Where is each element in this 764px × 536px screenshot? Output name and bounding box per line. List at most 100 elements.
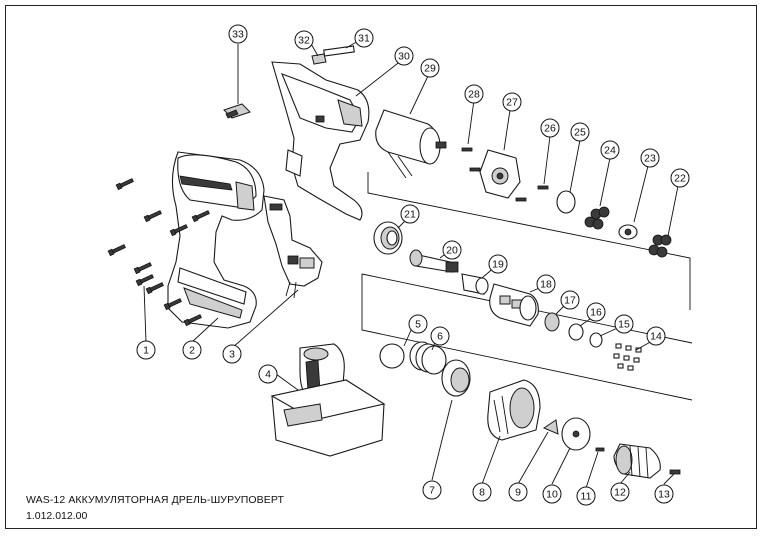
callout-label: 4 (265, 369, 271, 381)
washer-16 (568, 323, 584, 341)
callout-label: 33 (232, 29, 244, 41)
callout-circle (576, 486, 596, 506)
callout-label: 25 (574, 127, 586, 139)
callout-25: 25 (570, 122, 590, 142)
carrier-23 (618, 224, 638, 240)
callout-label: 19 (492, 259, 504, 271)
callout-22: 22 (670, 168, 690, 188)
callout-8: 8 (472, 482, 492, 502)
callout-1: 1 (136, 340, 156, 360)
callout-circle (560, 290, 580, 310)
callout-3: 3 (222, 344, 242, 364)
callout-circle (408, 314, 428, 334)
switch-button-33 (223, 103, 251, 119)
callout-circle (646, 326, 666, 346)
callout-circle (600, 140, 620, 160)
housing-right-half (271, 61, 370, 221)
callout-label: 8 (479, 487, 485, 499)
callout-11: 11 (576, 486, 596, 506)
callout-label: 5 (415, 319, 421, 331)
callout-26: 26 (540, 118, 560, 138)
callout-circle (464, 84, 484, 104)
callout-circle (354, 28, 374, 48)
callout-circle (508, 482, 528, 502)
callout-label: 12 (614, 487, 626, 499)
callout-label: 29 (424, 63, 436, 75)
diagram-title: WAS-12 АККУМУЛЯТОРНАЯ ДРЕЛЬ-ШУРУПОВЕРТ (26, 494, 284, 506)
callout-19: 19 (488, 254, 508, 274)
spindle-shaft (409, 249, 459, 273)
callout-label: 18 (540, 279, 552, 291)
callout-15: 15 (614, 314, 634, 334)
callout-28: 28 (464, 84, 484, 104)
callout-label: 27 (506, 97, 518, 109)
callout-circle (136, 340, 156, 360)
callout-5: 5 (408, 314, 428, 334)
spring-6 (409, 341, 447, 375)
motor-plate (479, 149, 521, 199)
callout-32: 32 (294, 30, 314, 50)
callout-33: 33 (228, 24, 248, 44)
callout-label: 31 (358, 33, 370, 45)
motor (375, 109, 447, 179)
callout-label: 23 (644, 153, 656, 165)
callout-30: 30 (394, 46, 414, 66)
planet-gears-22 (648, 234, 672, 258)
callout-circle (640, 148, 660, 168)
lock-plate-10 (561, 417, 591, 451)
callout-7: 7 (422, 480, 442, 500)
callout-circle (182, 340, 202, 360)
callout-9: 9 (508, 482, 528, 502)
callout-12: 12 (610, 482, 630, 502)
callout-circle (670, 168, 690, 188)
callout-label: 26 (544, 123, 556, 135)
callout-circle (610, 482, 630, 502)
callout-circle (222, 344, 242, 364)
clutch-ring-7 (441, 359, 471, 397)
spring-9 (542, 419, 559, 435)
callout-label: 3 (229, 349, 235, 361)
callout-16: 16 (586, 302, 606, 322)
diagram-frame (5, 5, 757, 529)
torque-collar (487, 379, 541, 441)
drill-chuck (613, 443, 661, 479)
callout-circle (542, 484, 562, 504)
callout-label: 2 (189, 345, 195, 357)
callout-label: 9 (515, 487, 521, 499)
callout-13: 13 (654, 484, 674, 504)
callout-21: 21 (400, 204, 420, 224)
callout-18: 18 (536, 274, 556, 294)
callout-circle (420, 58, 440, 78)
callout-label: 22 (674, 173, 686, 185)
diagram-code: 1.012.012.00 (26, 510, 88, 522)
ring-gear (373, 221, 403, 255)
chuck-screw-13 (669, 469, 681, 475)
callout-circle (400, 204, 420, 224)
switch-module (263, 195, 323, 299)
screws-28 (461, 147, 549, 202)
callout-circle (540, 118, 560, 138)
callout-circle (502, 92, 522, 112)
callout-31: 31 (354, 28, 374, 48)
callout-label: 13 (658, 489, 670, 501)
callout-label: 11 (581, 491, 592, 503)
callout-label: 28 (468, 89, 480, 101)
callout-29: 29 (420, 58, 440, 78)
washer-25 (556, 190, 576, 214)
callout-label: 17 (564, 295, 576, 307)
ring-15 (589, 332, 603, 348)
callout-label: 16 (590, 307, 602, 319)
leader-lines (143, 39, 679, 489)
callout-circle (654, 484, 674, 504)
callout-label: 30 (398, 51, 410, 63)
callout-label: 24 (604, 145, 616, 157)
callout-label: 32 (298, 35, 310, 47)
callout-circle (570, 122, 590, 142)
callout-circle (586, 302, 606, 322)
callout-label: 21 (404, 209, 416, 221)
clip-32 (311, 53, 327, 65)
callout-24: 24 (600, 140, 620, 160)
callout-27: 27 (502, 92, 522, 112)
